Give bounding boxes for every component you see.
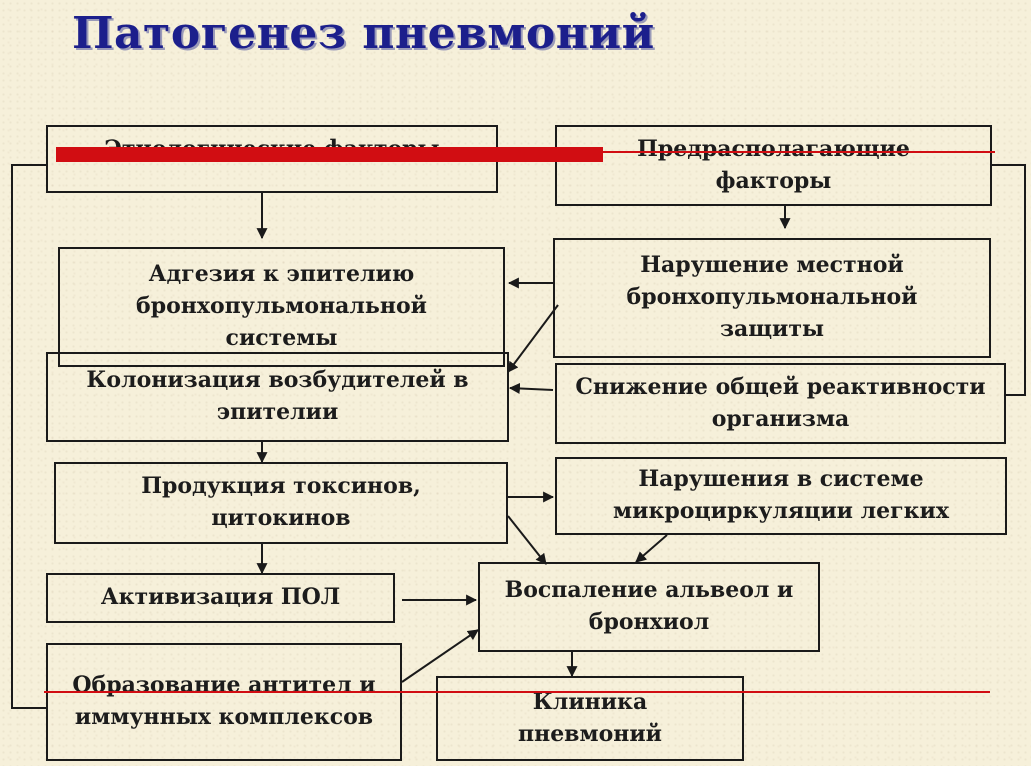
predisposing-label: Предрасполагающие факторы — [637, 135, 910, 194]
adhesion-box: Адгезия к эпителию бронхопульмональной с… — [58, 247, 505, 367]
arrow-reactivity-to-colonization — [508, 382, 554, 394]
right-bracket-line — [992, 164, 1026, 396]
inflammation-label: Воспаление альвеол и бронхиол — [504, 577, 794, 635]
toxins-box: Продукция токсинов, цитокинов — [54, 462, 508, 544]
arrow-local-defense-to-colonization — [507, 304, 559, 373]
left-bracket-line — [11, 164, 46, 709]
local-defense-label: Нарушение местной бронхопульмональной за… — [626, 252, 918, 342]
predisposing-box: Предрасполагающие факторы — [555, 125, 992, 206]
reactivity-label: Снижение общей реактивности организма — [575, 373, 986, 432]
microcirculation-box: Нарушения в системе микроциркуляции легк… — [555, 457, 1007, 535]
page-title: Патогенез пневмоний — [72, 8, 655, 59]
adhesion-label: Адгезия к эпителию бронхопульмональной с… — [136, 261, 427, 351]
pol-box: Активизация ПОЛ — [46, 573, 395, 623]
pol-label: Активизация ПОЛ — [100, 584, 341, 611]
arrow-toxins-to-inflammation — [507, 515, 547, 565]
inflammation-box: Воспаление альвеол и бронхиол — [478, 562, 820, 652]
arrow-microcirculation-to-inflammation — [635, 534, 668, 563]
toxins-label: Продукция токсинов, цитокинов — [141, 473, 421, 531]
colonization-label: Колонизация возбудителей в эпителии — [86, 367, 469, 425]
reactivity-box: Снижение общей реактивности организма — [555, 363, 1006, 444]
antibodies-box: Образование антител и иммунных комплексо… — [46, 643, 402, 761]
colonization-box: Колонизация возбудителей в эпителии — [46, 352, 509, 442]
antibodies-label: Образование антител и иммунных комплексо… — [72, 672, 376, 730]
arrow-antibodies-to-inflammation — [401, 629, 479, 683]
microcirculation-label: Нарушения в системе микроциркуляции легк… — [613, 466, 949, 524]
local-defense-box: Нарушение местной бронхопульмональной за… — [553, 238, 991, 358]
red-highlight-bar — [56, 147, 603, 162]
